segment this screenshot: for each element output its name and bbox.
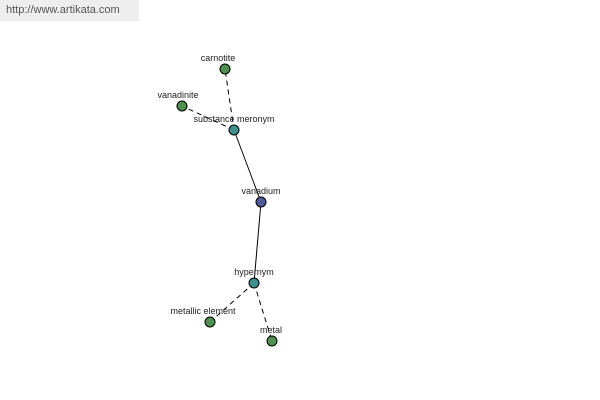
graph-edges xyxy=(181,68,273,342)
node-circle[interactable] xyxy=(255,196,267,208)
site-url-watermark[interactable]: http://www.artikata.com xyxy=(0,0,139,21)
node-circle[interactable] xyxy=(176,100,188,112)
node-vanadinite[interactable]: vanadinite xyxy=(157,90,199,112)
edge-vanadium-to-hypernym xyxy=(253,201,262,284)
node-circle[interactable] xyxy=(266,335,278,347)
edge-hypernym-to-metallic_element xyxy=(209,282,255,323)
node-circle[interactable] xyxy=(228,124,240,136)
node-metal[interactable]: metal xyxy=(260,325,282,347)
edge-substance_meronym-to-vanadinite xyxy=(181,105,235,131)
node-circle[interactable] xyxy=(219,63,231,75)
edge-hypernym-to-metal xyxy=(253,282,273,342)
node-circle[interactable] xyxy=(204,316,216,328)
node-metallic-element[interactable]: metallic element xyxy=(170,306,236,328)
node-label: hypernym xyxy=(234,267,274,277)
edge-vanadium-to-substance_meronym xyxy=(233,129,262,203)
node-label: substance meronym xyxy=(193,114,274,124)
node-vanadium[interactable]: vanadium xyxy=(241,186,281,208)
graph-nodes: vanadium substance meronym carnotite vanadi… xyxy=(157,53,282,347)
node-label: metal xyxy=(260,325,282,335)
node-substance-meronym[interactable]: substance meronym xyxy=(193,114,275,136)
node-hypernym[interactable]: hypernym xyxy=(234,267,274,289)
node-label: vanadium xyxy=(241,186,280,196)
node-label: vanadinite xyxy=(157,90,198,100)
node-circle[interactable] xyxy=(248,277,260,289)
node-label: metallic element xyxy=(170,306,236,316)
edge-substance_meronym-to-carnotite xyxy=(224,68,235,131)
node-carnotite[interactable]: carnotite xyxy=(201,53,236,75)
node-label: carnotite xyxy=(201,53,236,63)
